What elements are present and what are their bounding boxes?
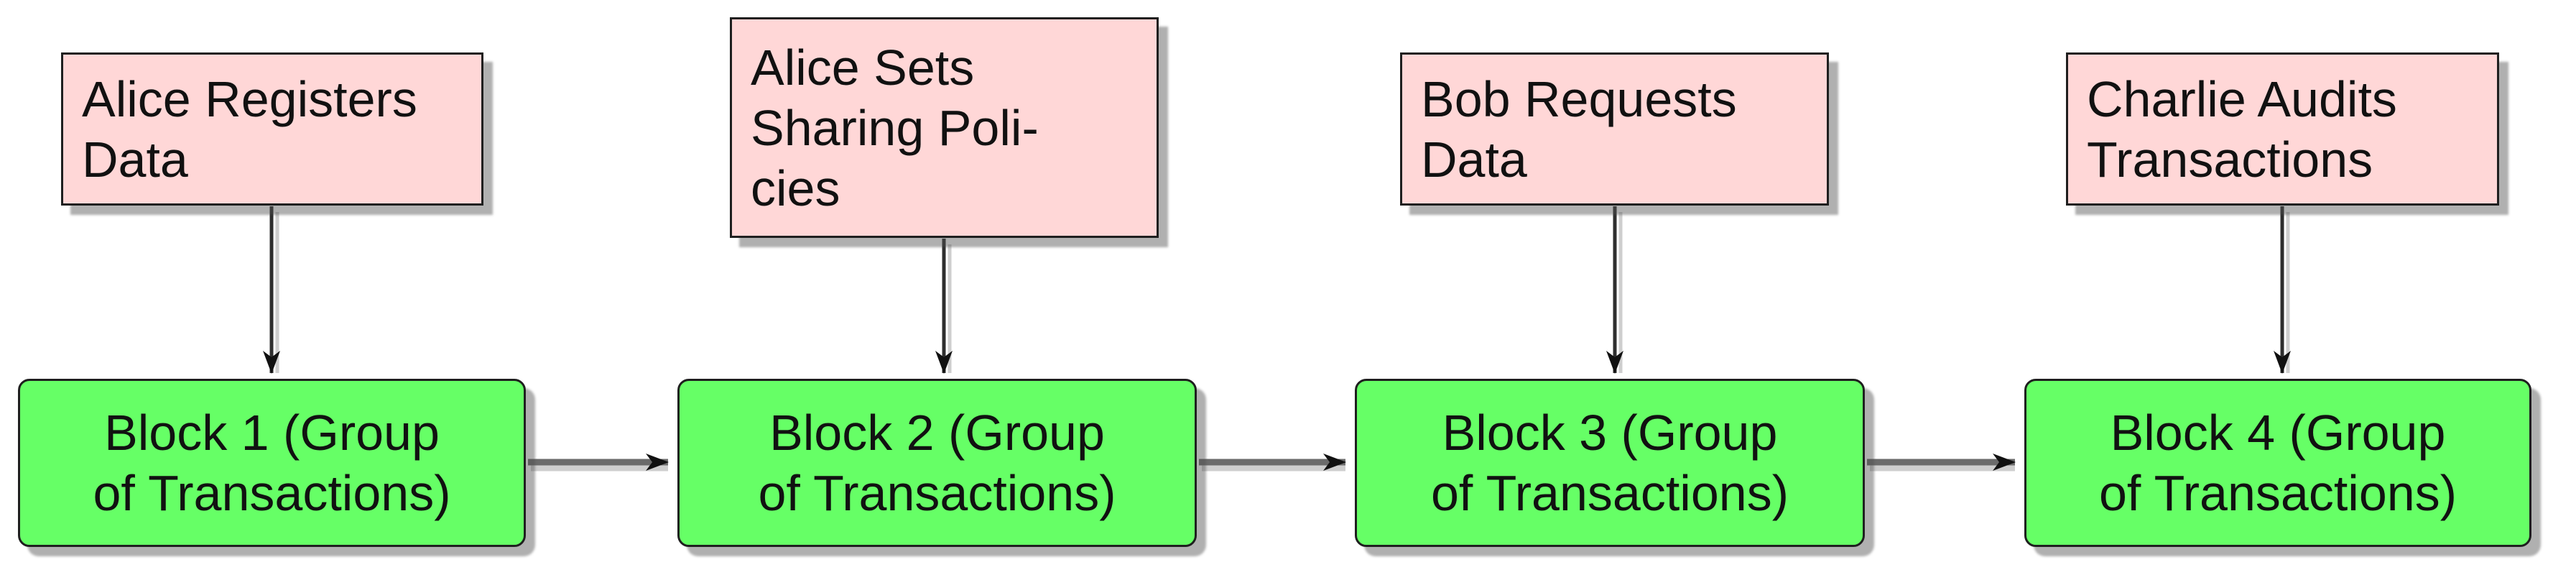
event-box-alice-sets-sharing-policies: Alice Sets Sharing Poli- cies <box>730 17 1159 238</box>
event-box-charlie-audits-transactions: Charlie Audits Transactions <box>2066 52 2499 206</box>
event-label-line: Transactions <box>2087 131 2373 188</box>
block-label-line: of Transactions) <box>758 465 1116 521</box>
block-label-line: Block 2 (Group <box>769 405 1105 461</box>
block-box-3: Block 3 (Group of Transactions) <box>1355 379 1865 547</box>
event-box-alice-registers-data: Alice Registers Data <box>61 52 483 206</box>
event-label-line: Data <box>82 131 188 188</box>
block-label-line: of Transactions) <box>1431 465 1789 521</box>
block-box-4: Block 4 (Group of Transactions) <box>2024 379 2531 547</box>
block-box-2: Block 2 (Group of Transactions) <box>677 379 1197 547</box>
event-label-line: cies <box>751 160 840 216</box>
event-label-line: Alice Sets <box>751 39 975 96</box>
block-label-line: Block 1 (Group <box>104 405 440 461</box>
block-label-line: of Transactions) <box>93 465 451 521</box>
event-box-bob-requests-data: Bob Requests Data <box>1400 52 1829 206</box>
block-box-1: Block 1 (Group of Transactions) <box>18 379 526 547</box>
block-label-line: Block 3 (Group <box>1442 405 1778 461</box>
event-label-line: Data <box>1421 131 1527 188</box>
event-label-line: Alice Registers <box>82 70 417 127</box>
event-label-line: Bob Requests <box>1421 70 1737 127</box>
event-label-line: Sharing Poli- <box>751 99 1039 156</box>
block-label-line: of Transactions) <box>2099 465 2457 521</box>
event-label-line: Charlie Audits <box>2087 70 2397 127</box>
block-label-line: Block 4 (Group <box>2110 405 2446 461</box>
